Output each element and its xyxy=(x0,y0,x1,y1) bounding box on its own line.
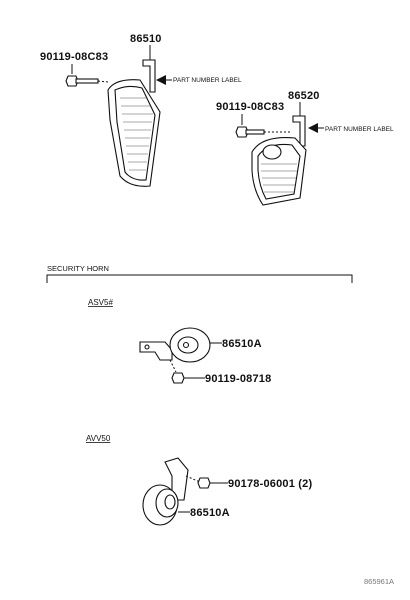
horn-86510-bracket xyxy=(142,59,156,93)
horn-86510-body xyxy=(107,79,161,187)
avv50-horn-number[interactable]: 86510A xyxy=(190,507,230,519)
horn-86520-label-arrow xyxy=(308,123,324,133)
security-horn-asv5-drawing xyxy=(139,327,211,384)
asv5-horn-number[interactable]: 86510A xyxy=(222,338,262,350)
asv5-bolt-number[interactable]: 90119-08718 xyxy=(205,373,271,385)
security-horn-title: SECURITY HORN xyxy=(47,264,109,273)
model-asv5: ASV5# xyxy=(88,298,113,307)
horn-86510-part-number[interactable]: 86510 xyxy=(130,33,162,45)
security-horn-section: SECURITY HORN ASV5# 86510A 90119-08718 A… xyxy=(46,264,353,526)
horn-86510-label-arrow xyxy=(156,75,172,85)
horn-86510-bolt-number[interactable]: 90119-08C83 xyxy=(40,51,108,63)
horn-86520-body xyxy=(251,137,307,206)
horn-86510-group: 86510 90119-08C83 xyxy=(40,33,242,187)
horn-86520-group: 86520 90119-08C83 xyxy=(216,90,394,206)
model-avv50: AVV50 xyxy=(86,434,111,443)
security-horn-bracket-line xyxy=(46,274,353,283)
horn-86520-label-text: PART NUMBER LABEL xyxy=(325,126,394,133)
horn-86520-part-number[interactable]: 86520 xyxy=(288,90,320,102)
reference-code: 865961A xyxy=(364,577,394,586)
horn-86510-bolt xyxy=(65,75,109,87)
security-horn-avv50-drawing xyxy=(142,457,211,526)
horn-86510-label-text: PART NUMBER LABEL xyxy=(173,77,242,84)
horn-86520-bolt xyxy=(235,126,292,138)
horn-86520-bolt-number[interactable]: 90119-08C83 xyxy=(216,101,284,113)
avv50-bolt-number[interactable]: 90178-06001 (2) xyxy=(228,478,312,490)
